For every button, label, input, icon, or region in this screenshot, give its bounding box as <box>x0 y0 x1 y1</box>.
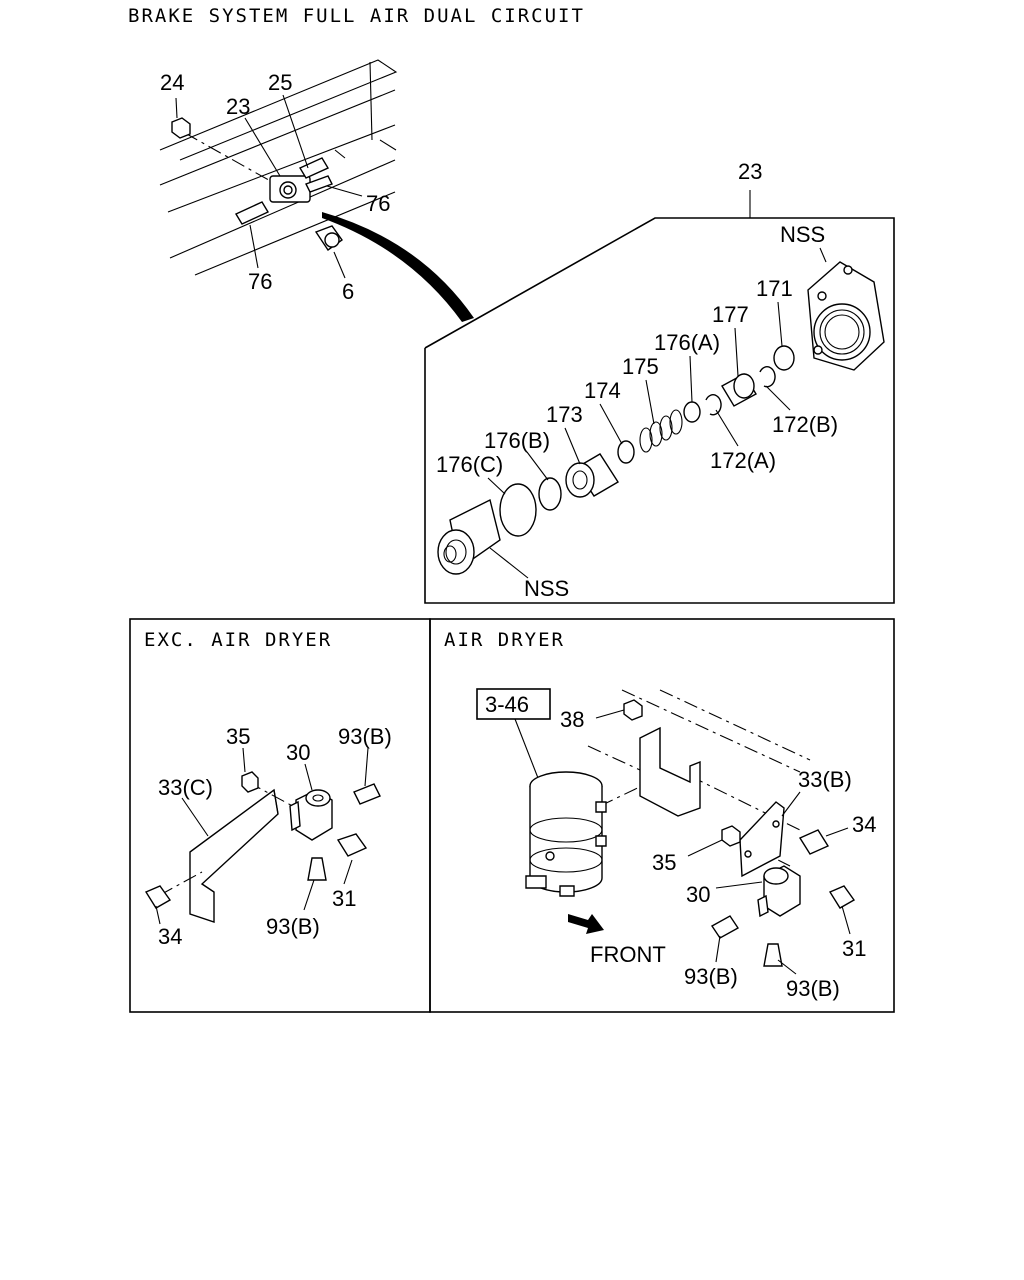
callout-31: 31 <box>842 936 866 961</box>
air-dryer-unit <box>525 771 607 897</box>
callout-6: 6 <box>342 279 354 304</box>
callout-93b-bottom: 93(B) <box>266 914 320 939</box>
valve-housing <box>807 261 885 371</box>
callout-31: 31 <box>332 886 356 911</box>
callout-38: 38 <box>560 707 584 732</box>
callout-176a: 176(A) <box>654 330 720 355</box>
part-175-spring <box>639 409 683 453</box>
fitting-93b-right <box>763 943 783 967</box>
nut-35 <box>721 825 741 847</box>
callout-175: 175 <box>622 354 659 379</box>
detail-frame <box>424 217 895 604</box>
callout-93b-left: 93(B) <box>684 964 738 989</box>
callout-174: 174 <box>584 378 621 403</box>
callout-177: 177 <box>712 302 749 327</box>
nut-38 <box>623 699 643 721</box>
callout-25: 25 <box>268 70 292 95</box>
air-dryer-panel: AIR DRYER 3-46 <box>429 618 895 1013</box>
part-174 <box>617 440 635 464</box>
nut-24 <box>171 117 191 139</box>
air-dryer-frame <box>429 618 895 1013</box>
part-176a <box>683 401 701 423</box>
detail-arrow <box>322 212 474 322</box>
front-label: FRONT <box>590 942 666 967</box>
fitting-93b-top <box>353 783 381 805</box>
callout-35: 35 <box>652 850 676 875</box>
bracket-33c <box>189 788 279 923</box>
top-view: 24 25 23 76 76 6 <box>159 59 474 322</box>
bolt-31 <box>336 833 368 857</box>
callout-171: 171 <box>756 276 793 301</box>
callout-172b: 172(B) <box>772 412 838 437</box>
valve-30 <box>757 865 801 918</box>
exc-air-dryer-panel: EXC. AIR DRYER 35 30 93(B) 33(C) 31 <box>129 618 431 1013</box>
bolt-34 <box>798 829 830 855</box>
part-176c <box>499 483 537 537</box>
valve-plug <box>437 498 501 575</box>
nut-35 <box>241 771 259 793</box>
exc-air-dryer-heading: EXC. AIR DRYER <box>144 629 332 651</box>
front-arrow <box>568 914 604 934</box>
bracket <box>639 726 701 817</box>
air-dryer-heading: AIR DRYER <box>444 629 565 651</box>
ref-box <box>476 688 551 720</box>
part-172b <box>759 366 776 388</box>
page-title: BRAKE SYSTEM FULL AIR DUAL CIRCUIT <box>128 5 585 27</box>
callout-35: 35 <box>226 724 250 749</box>
detail-view: 23 <box>424 159 895 604</box>
callout-176b: 176(B) <box>484 428 550 453</box>
exc-air-dryer-frame <box>129 618 431 1013</box>
callout-33c: 33(C) <box>158 775 213 800</box>
callout-30: 30 <box>286 740 310 765</box>
part-176b <box>538 477 562 511</box>
callout-nss-top: NSS <box>780 222 825 247</box>
bolt-31 <box>828 885 856 909</box>
callout-30: 30 <box>686 882 710 907</box>
bolt-34 <box>144 885 172 909</box>
part-177 <box>721 373 757 407</box>
callout-176c: 176(C) <box>436 452 503 477</box>
frame-rail <box>159 59 398 276</box>
callout-34: 34 <box>158 924 182 949</box>
callout-23: 23 <box>226 94 250 119</box>
fitting-93b-left <box>710 915 740 939</box>
part-172a <box>705 394 722 416</box>
callout-93b-top: 93(B) <box>338 724 392 749</box>
callout-76-left: 76 <box>248 269 272 294</box>
callout-172a: 172(A) <box>710 448 776 473</box>
relay-valve <box>234 157 343 251</box>
bracket-33b <box>739 801 785 878</box>
callout-nss-bottom: NSS <box>524 576 569 601</box>
valve-30 <box>289 789 333 841</box>
fitting-93b-bottom <box>307 857 327 881</box>
ref-box-label: 3-46 <box>485 692 529 717</box>
callout-33b: 33(B) <box>798 767 852 792</box>
part-171 <box>773 345 795 371</box>
callout-34: 34 <box>852 812 876 837</box>
callout-173: 173 <box>546 402 583 427</box>
detail-ref-23: 23 <box>738 159 762 184</box>
wire <box>334 149 346 159</box>
callout-76-right: 76 <box>366 191 390 216</box>
part-173 <box>565 453 619 498</box>
callout-24: 24 <box>160 70 184 95</box>
callout-93b-right: 93(B) <box>786 976 840 1001</box>
